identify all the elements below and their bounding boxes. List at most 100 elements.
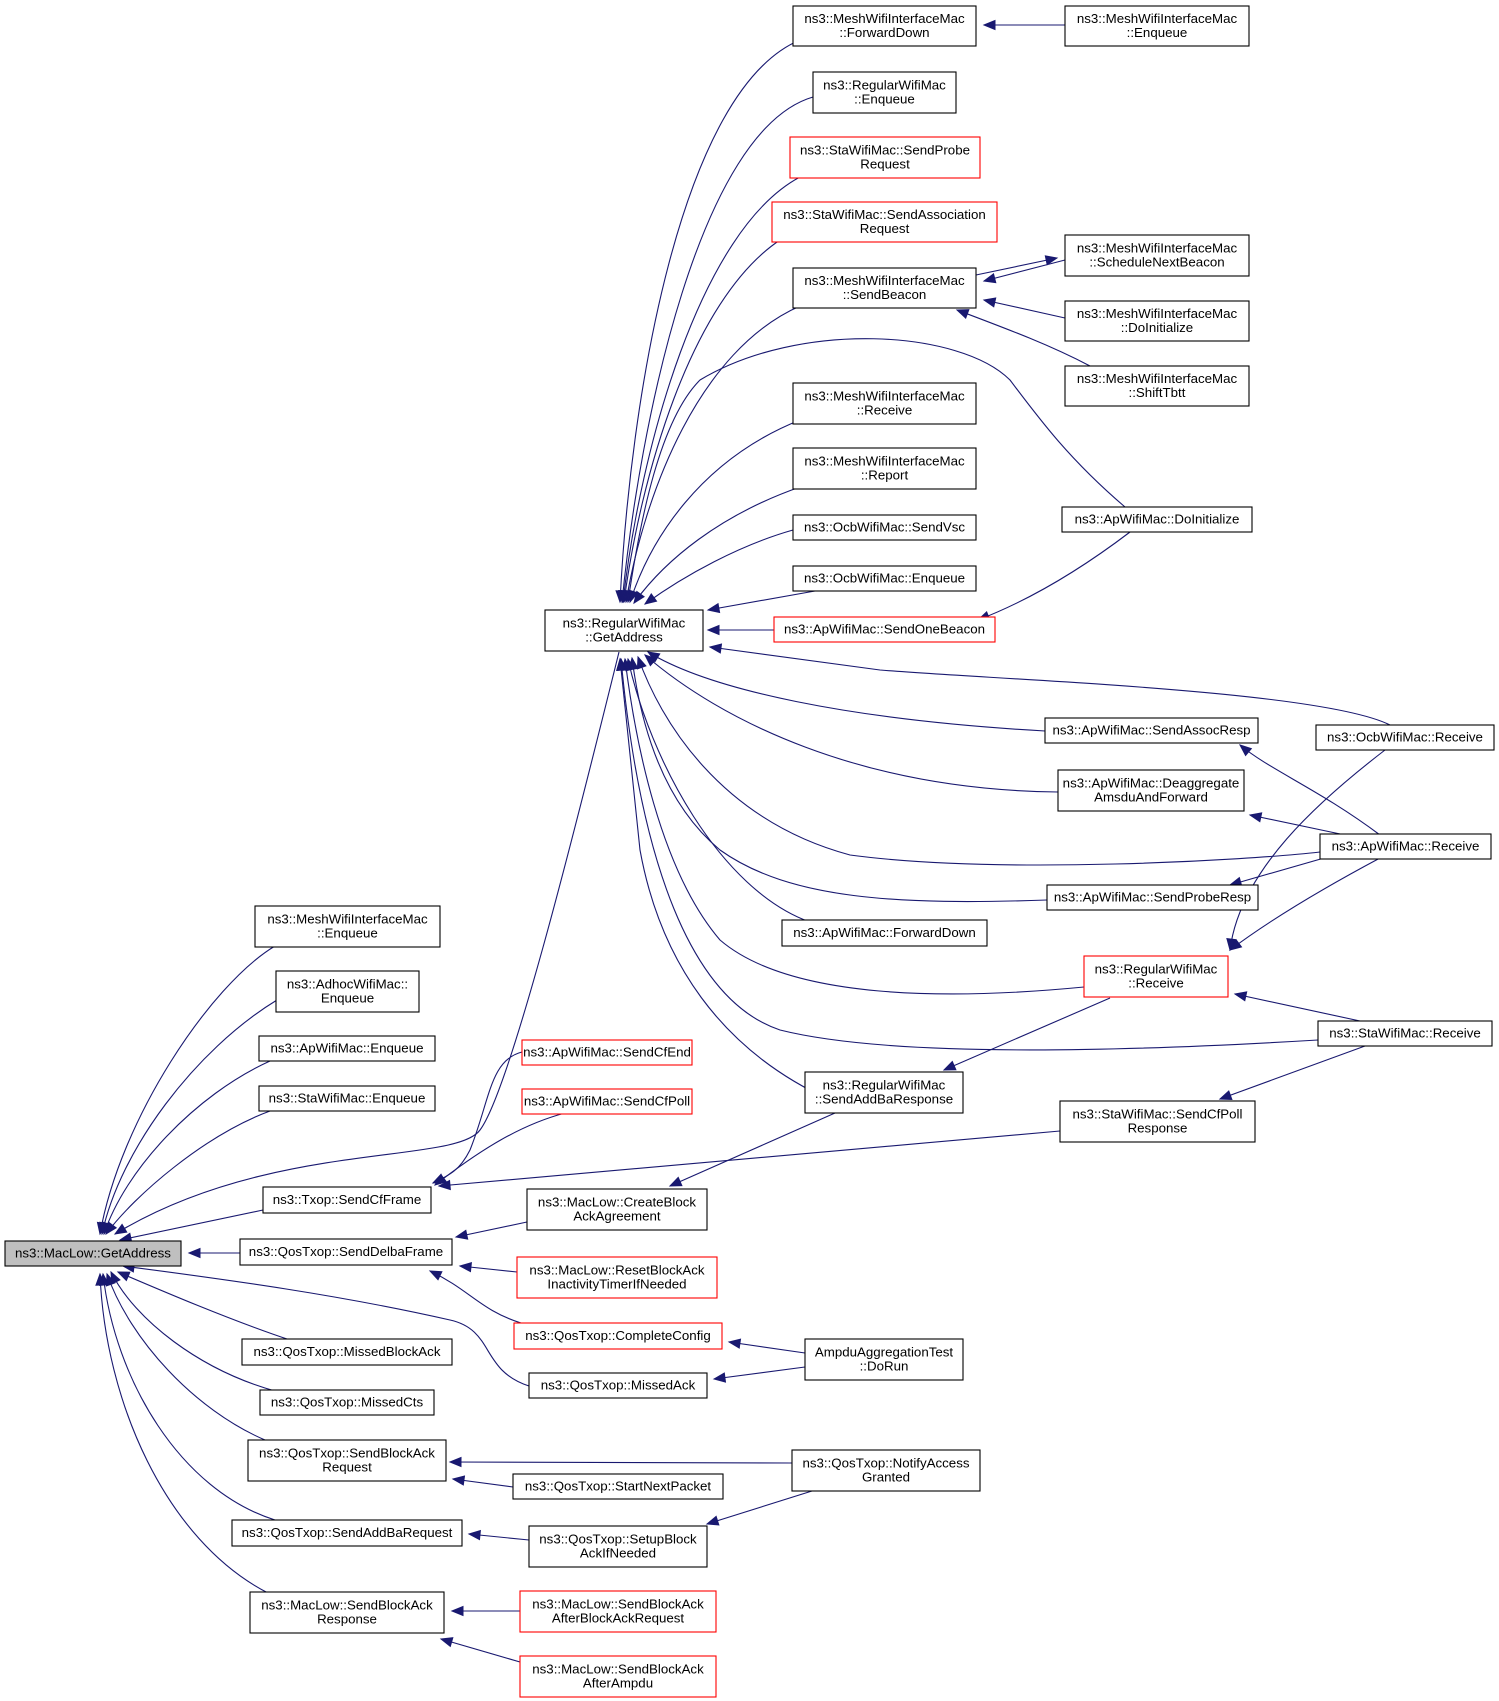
edge-qos_notify-to-qos_setupba <box>705 1490 813 1526</box>
node-ap-assocresp[interactable]: ns3::ApWifiMac::SendAssocResp <box>1044 717 1259 744</box>
node-label: AckAgreement <box>573 1209 661 1224</box>
node-qos-startnext[interactable]: ns3::QosTxop::StartNextPacket <box>512 1473 724 1500</box>
node-mesh-enq-r[interactable]: ns3::MeshWifiInterfaceMac::Enqueue <box>1064 5 1250 47</box>
arrowhead <box>454 1229 469 1240</box>
node-box <box>773 616 996 643</box>
node-ml-resetba[interactable]: ns3::MacLow::ResetBlockAckInactivityTime… <box>516 1256 718 1299</box>
arrowhead <box>1233 991 1248 1002</box>
node-mesh-beacon[interactable]: ns3::MeshWifiInterfaceMac::SendBeacon <box>792 267 977 309</box>
node-ap-proberesp[interactable]: ns3::ApWifiMac::SendProbeResp <box>1046 884 1259 911</box>
node-box <box>4 1240 182 1267</box>
arrowhead <box>1238 744 1253 757</box>
node-mesh-recv[interactable]: ns3::MeshWifiInterfaceMac::Receive <box>792 382 977 425</box>
node-label: ns3::ApWifiMac::SendAssocResp <box>1052 723 1250 738</box>
node-ap-cfend[interactable]: ns3::ApWifiMac::SendCfEnd <box>521 1039 693 1066</box>
node-sta-recv[interactable]: ns3::StaWifiMac::Receive <box>1317 1020 1493 1047</box>
arrowhead <box>187 1247 201 1259</box>
node-box <box>791 1449 981 1492</box>
edge-rw_enq-to-rw_getaddr <box>617 96 814 604</box>
node-rw-addbaresp[interactable]: ns3::RegularWifiMac::SendAddBaResponse <box>804 1071 964 1114</box>
node-mesh-enq-l[interactable]: ns3::MeshWifiInterfaceMac::Enqueue <box>254 905 441 948</box>
node-label: ns3::MeshWifiInterfaceMac <box>1077 241 1238 256</box>
node-label: ns3::RegularWifiMac <box>563 616 686 631</box>
node-qos-complete[interactable]: ns3::QosTxop::CompleteConfig <box>513 1322 723 1350</box>
arrowhead <box>982 297 997 308</box>
node-qos-delba[interactable]: ns3::QosTxop::SendDelbaFrame <box>239 1238 453 1266</box>
node-rw-getaddr[interactable]: ns3::RegularWifiMac::GetAddress <box>544 609 704 652</box>
node-label: ns3::MacLow::GetAddress <box>15 1246 171 1261</box>
node-ocb-enq[interactable]: ns3::OcbWifiMac::Enqueue <box>792 565 977 592</box>
edge-ap_doinit-to-ap_onebeacon <box>976 531 1131 621</box>
node-ap-cfpoll[interactable]: ns3::ApWifiMac::SendCfPoll <box>521 1088 693 1115</box>
node-mesh-shift[interactable]: ns3::MeshWifiInterfaceMac::ShiftTbtt <box>1064 365 1250 407</box>
node-label: ::Report <box>861 468 909 483</box>
arrowhead <box>942 1060 957 1071</box>
node-qos-missedack[interactable]: ns3::QosTxop::MissedAck <box>528 1372 708 1399</box>
edge-line <box>709 646 1391 726</box>
node-ap-deagg[interactable]: ns3::ApWifiMac::DeaggregateAmsduAndForwa… <box>1057 769 1245 812</box>
node-box <box>528 1372 708 1399</box>
arrowhead <box>467 1529 481 1541</box>
edge-sta_cfpollresp-to-txop_cf <box>437 1130 1061 1191</box>
node-mesh-fwddown[interactable]: ns3::MeshWifiInterfaceMac::ForwardDown <box>792 5 977 47</box>
node-adhoc-enq[interactable]: ns3::AdhocWifiMac::Enqueue <box>275 970 420 1013</box>
edge-line <box>122 1265 530 1387</box>
node-box <box>231 1519 463 1547</box>
node-ml-sbaafterreq[interactable]: ns3::MacLow::SendBlockAckAfterBlockAckRe… <box>519 1590 717 1633</box>
node-qos-mcts[interactable]: ns3::QosTxop::MissedCts <box>259 1389 435 1416</box>
node-ampdu-test[interactable]: AmpduAggregationTest::DoRun <box>804 1338 964 1381</box>
node-label: ns3::ApWifiMac::ForwardDown <box>793 925 976 940</box>
node-qos-saddba[interactable]: ns3::QosTxop::SendAddBaRequest <box>231 1519 463 1547</box>
node-label: ns3::ApWifiMac::Deaggregate <box>1063 776 1240 791</box>
arrowhead <box>1044 255 1059 266</box>
node-ap-fwddown[interactable]: ns3::ApWifiMac::ForwardDown <box>781 919 988 947</box>
node-label: Response <box>317 1612 377 1627</box>
node-qos-mba[interactable]: ns3::QosTxop::MissedBlockAck <box>241 1338 453 1366</box>
node-root[interactable]: ns3::MacLow::GetAddress <box>4 1240 182 1267</box>
edge-line <box>103 1060 271 1235</box>
edge-line <box>429 1270 522 1324</box>
node-mesh-schedbeacon[interactable]: ns3::MeshWifiInterfaceMac::ScheduleNextB… <box>1064 234 1250 277</box>
node-ocb-recv[interactable]: ns3::OcbWifiMac::Receive <box>1315 724 1495 751</box>
node-box <box>1064 5 1250 47</box>
node-box <box>513 1322 723 1350</box>
edge-line <box>105 1110 271 1235</box>
edge-line <box>633 486 801 604</box>
edge-line <box>1229 857 1381 951</box>
edge-sta_enq-to-root <box>105 1110 271 1236</box>
arrowhead <box>433 1173 448 1186</box>
node-box <box>812 71 957 114</box>
edge-line <box>110 1271 276 1392</box>
node-rw-enq[interactable]: ns3::RegularWifiMac::Enqueue <box>812 71 957 114</box>
node-ap-enq[interactable]: ns3::ApWifiMac::Enqueue <box>258 1035 436 1062</box>
edge-mesh_enq_r-to-mesh_fwddown <box>982 19 1065 31</box>
node-ap-recv[interactable]: ns3::ApWifiMac::Receive <box>1319 833 1492 860</box>
node-box <box>254 905 441 948</box>
edge-line <box>983 299 1066 319</box>
node-txop-cf[interactable]: ns3::Txop::SendCfFrame <box>262 1186 432 1214</box>
node-ocb-vsc[interactable]: ns3::OcbWifiMac::SendVsc <box>792 514 977 541</box>
node-mesh-doinit[interactable]: ns3::MeshWifiInterfaceMac::DoInitialize <box>1064 300 1250 342</box>
node-rw-recv[interactable]: ns3::RegularWifiMac::Receive <box>1083 955 1229 998</box>
node-ap-doinit[interactable]: ns3::ApWifiMac::DoInitialize <box>1061 506 1253 533</box>
edge-line <box>943 997 1111 1071</box>
node-sta-enq[interactable]: ns3::StaWifiMac::Enqueue <box>258 1085 436 1112</box>
node-label: ns3::MacLow::SendBlockAck <box>261 1598 433 1613</box>
node-ap-onebeacon[interactable]: ns3::ApWifiMac::SendOneBeacon <box>773 616 996 643</box>
arrowhead <box>95 1272 106 1286</box>
arrowhead <box>636 655 647 670</box>
node-box <box>1064 300 1250 342</box>
edge-mesh_shift-to-mesh_beacon <box>955 309 1091 367</box>
node-mesh-report[interactable]: ns3::MeshWifiInterfaceMac::Report <box>792 447 977 490</box>
edge-line <box>624 658 1085 995</box>
node-label: ns3::StaWifiMac::SendProbe <box>800 143 970 158</box>
